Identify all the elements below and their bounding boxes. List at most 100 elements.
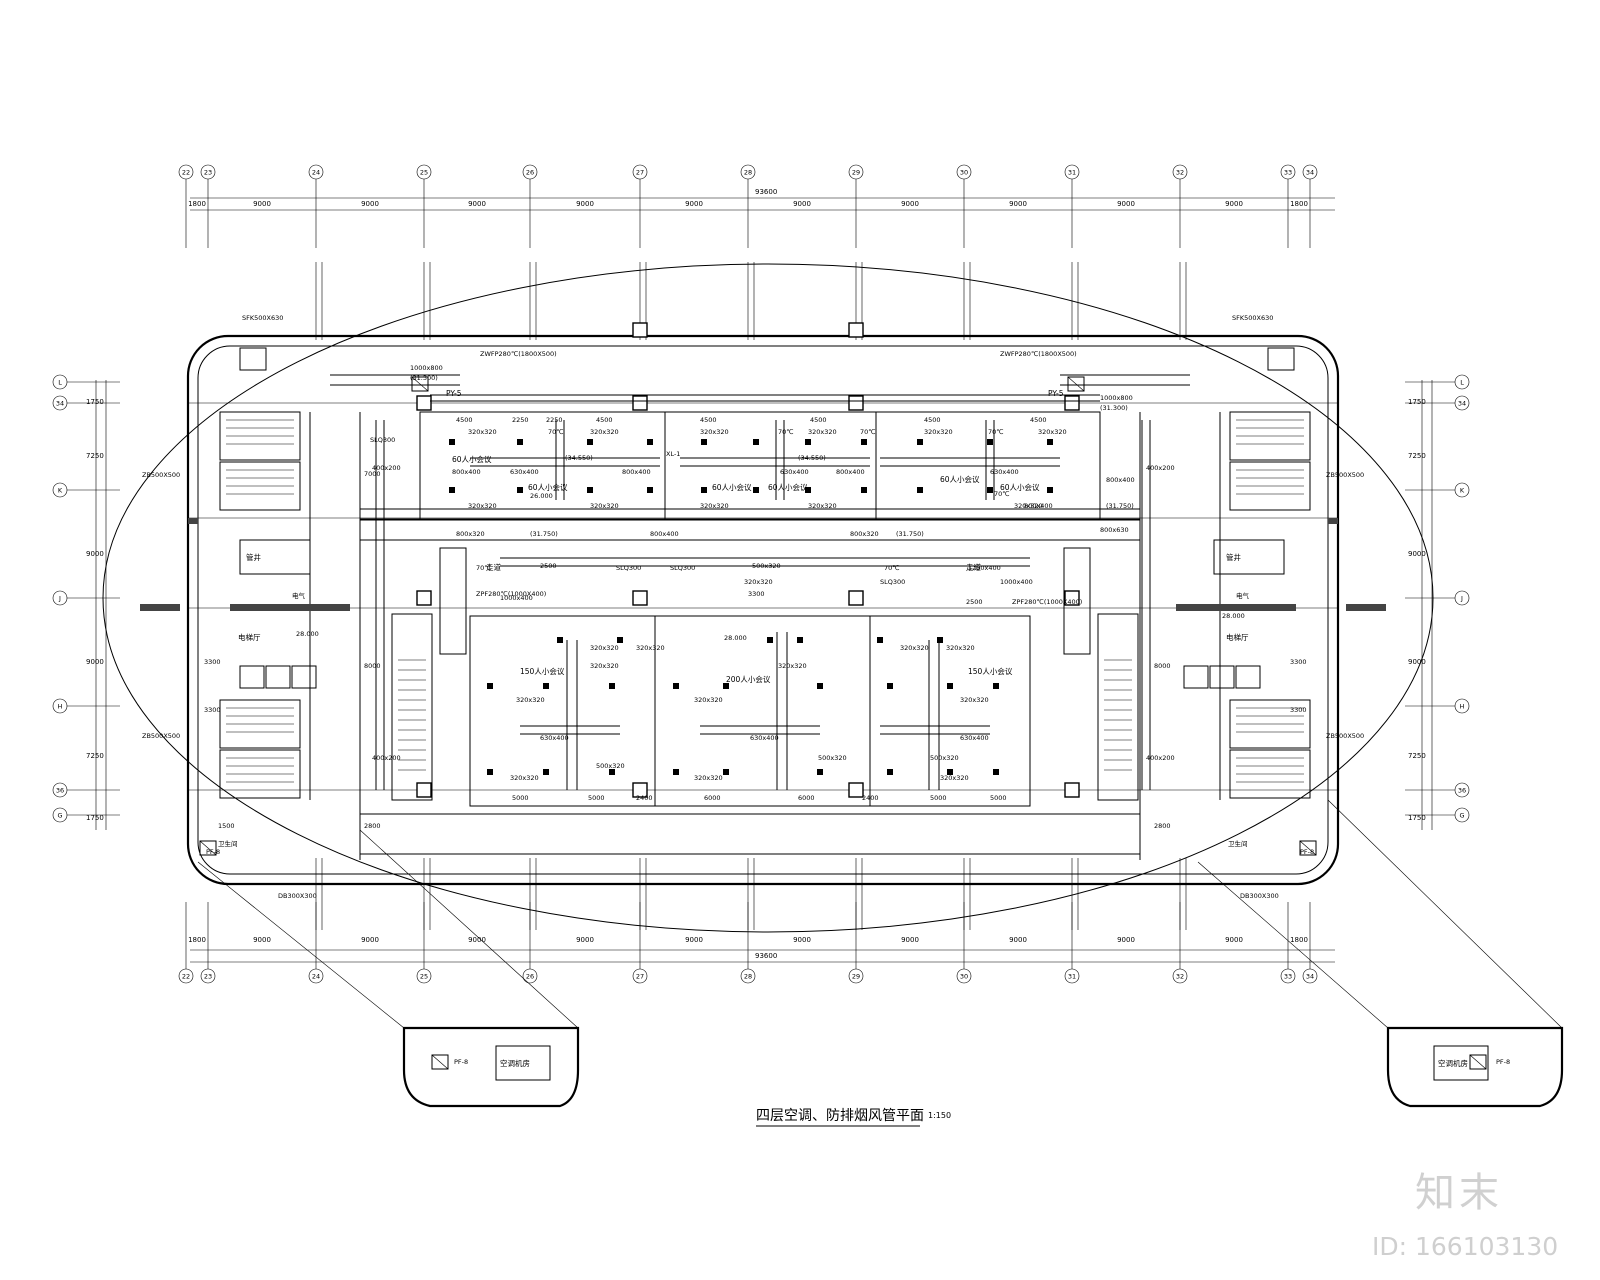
- grid-label-row-36: 36: [1458, 787, 1466, 795]
- grid-bubble-col-25: [416, 968, 432, 984]
- grid-label-row-L: L: [58, 379, 62, 387]
- structural-columns: [416, 322, 1080, 798]
- bay-dimension: 1800: [188, 936, 206, 944]
- len-5: 4500: [700, 416, 717, 424]
- grid-label-col-31: 31: [1068, 973, 1076, 981]
- grid-bubble-col-32: [1172, 968, 1188, 984]
- room-label-60-a: 60人小会议: [452, 454, 492, 464]
- len-15: 5000: [930, 794, 947, 802]
- len-2: 2250: [512, 416, 529, 424]
- ceiling-diffuser: [987, 487, 993, 493]
- elev-7: (31.300): [1100, 404, 1128, 412]
- equip-zp-right: ZPF280℃(1000X400): [1012, 598, 1082, 606]
- ceiling-diffuser: [947, 683, 953, 689]
- ceiling-diffuser: [587, 439, 593, 445]
- ceiling-diffuser: [805, 487, 811, 493]
- ceiling-diffuser: [887, 683, 893, 689]
- equip-sfk-left: SFK500X630: [242, 314, 283, 322]
- ceiling-diffuser: [817, 769, 823, 775]
- equip-70c-4: 70℃: [988, 428, 1004, 436]
- stair-left-top-2: [219, 461, 301, 511]
- duct-size-15: 630x400: [780, 468, 809, 476]
- elev-2: (34.550): [798, 454, 826, 462]
- duct-size-10: 320x320: [808, 502, 837, 510]
- duct-size-28: 320x320: [744, 578, 773, 586]
- plan-static-geometry: [95, 197, 1564, 1127]
- ceiling-diffuser: [673, 769, 679, 775]
- meeting-block-south: [469, 615, 1031, 807]
- duct-size-36: 500x320: [596, 762, 625, 770]
- ceiling-diffuser: [937, 637, 943, 643]
- room-label-toilet-r: 卫生间: [1228, 839, 1248, 848]
- room-label-shaft-r: 管井: [1226, 552, 1242, 562]
- equip-zwfp-left: ZWFP280℃(1800X500): [480, 350, 557, 358]
- len-26: 8000: [364, 662, 381, 670]
- grid-bubble-row-L: [1454, 374, 1470, 390]
- ceiling-diffuser: [701, 439, 707, 445]
- grid-label-col-32: 32: [1176, 169, 1184, 177]
- bay-dimension: 9000: [361, 936, 379, 944]
- fan-unit: [1299, 840, 1317, 856]
- ceiling-diffuser: [449, 487, 455, 493]
- row-dim-5-r: 7250: [1408, 752, 1426, 760]
- duct-size-7: 320x320: [468, 502, 497, 510]
- grid-bubble-col-26: [522, 164, 538, 180]
- elevator-right-2: [1209, 665, 1235, 689]
- ceiling-diffuser: [1047, 439, 1053, 445]
- duct-size-34: 320x320: [516, 696, 545, 704]
- ceiling-diffuser: [723, 683, 729, 689]
- room-label-60-b: 60人小会议: [528, 482, 568, 492]
- elevator-left-2: [265, 665, 291, 689]
- shear-wall-2: [1346, 604, 1386, 611]
- ceiling-diffuser: [861, 439, 867, 445]
- row-dim-6-l: 1750: [86, 814, 104, 822]
- structural-column: [632, 322, 648, 338]
- len-29: 2800: [1154, 822, 1171, 830]
- equip-py5-left: PY-5: [446, 389, 462, 398]
- south-band: [359, 813, 1141, 855]
- inset-left-leader-1: [197, 861, 405, 1029]
- grid-label-col-33: 33: [1284, 973, 1292, 981]
- ceiling-diffuser: [517, 439, 523, 445]
- duct-size-52: 400x200: [1146, 754, 1175, 762]
- grid-label-col-23: 23: [204, 973, 212, 981]
- duct-size-37: 320x320: [510, 774, 539, 782]
- bay-dimension: 9000: [793, 936, 811, 944]
- len-4: 4500: [596, 416, 613, 424]
- grid-bubble-col-29: [848, 164, 864, 180]
- grid-bubble-row-K: [52, 482, 68, 498]
- equip-70c-2: 70℃: [778, 428, 794, 436]
- duct-size-47: 500x320: [930, 754, 959, 762]
- ceiling-diffuser: [797, 637, 803, 643]
- grid-label-row-K: K: [1460, 487, 1465, 495]
- bay-dimension: 9000: [1009, 936, 1027, 944]
- row-dim-5-l: 7250: [86, 752, 104, 760]
- bay-dimension: 9000: [1117, 200, 1135, 208]
- elev-5: (31.750): [1106, 502, 1134, 510]
- duct-size-6: 320x320: [1038, 428, 1067, 436]
- duct-size-22: 800x320: [850, 530, 879, 538]
- inset-left-outline: [402, 1026, 580, 1108]
- structural-column: [632, 395, 648, 411]
- equip-70c-1: 70℃: [548, 428, 564, 436]
- duct-size-27: 500x320: [752, 562, 781, 570]
- ceiling-diffuser: [647, 487, 653, 493]
- stair-right-top-2: [1229, 461, 1311, 511]
- grid-bubble-col-33: [1280, 968, 1296, 984]
- grid-bubble-row-G: [52, 807, 68, 823]
- grid-bubble-col-28: [740, 164, 756, 180]
- ceiling-diffuser: [987, 439, 993, 445]
- equip-sfk-right: SFK500X630: [1232, 314, 1273, 322]
- air-diffusers: [199, 376, 1487, 1070]
- grid-label-col-30: 30: [960, 169, 968, 177]
- ceiling-diffuser: [817, 683, 823, 689]
- stair-right-bot-2: [1229, 749, 1311, 799]
- structural-column: [848, 590, 864, 606]
- structural-column: [416, 395, 432, 411]
- room-label-60-e: 60人小会议: [940, 474, 980, 484]
- bay-dimension: 9000: [468, 200, 486, 208]
- shear-wall-4: [1176, 604, 1296, 611]
- grid-bubble-row-36: [52, 782, 68, 798]
- grid-label-col-29: 29: [852, 973, 860, 981]
- dimension-labels: 1800180090009000900090009000900090009000…: [188, 200, 1308, 944]
